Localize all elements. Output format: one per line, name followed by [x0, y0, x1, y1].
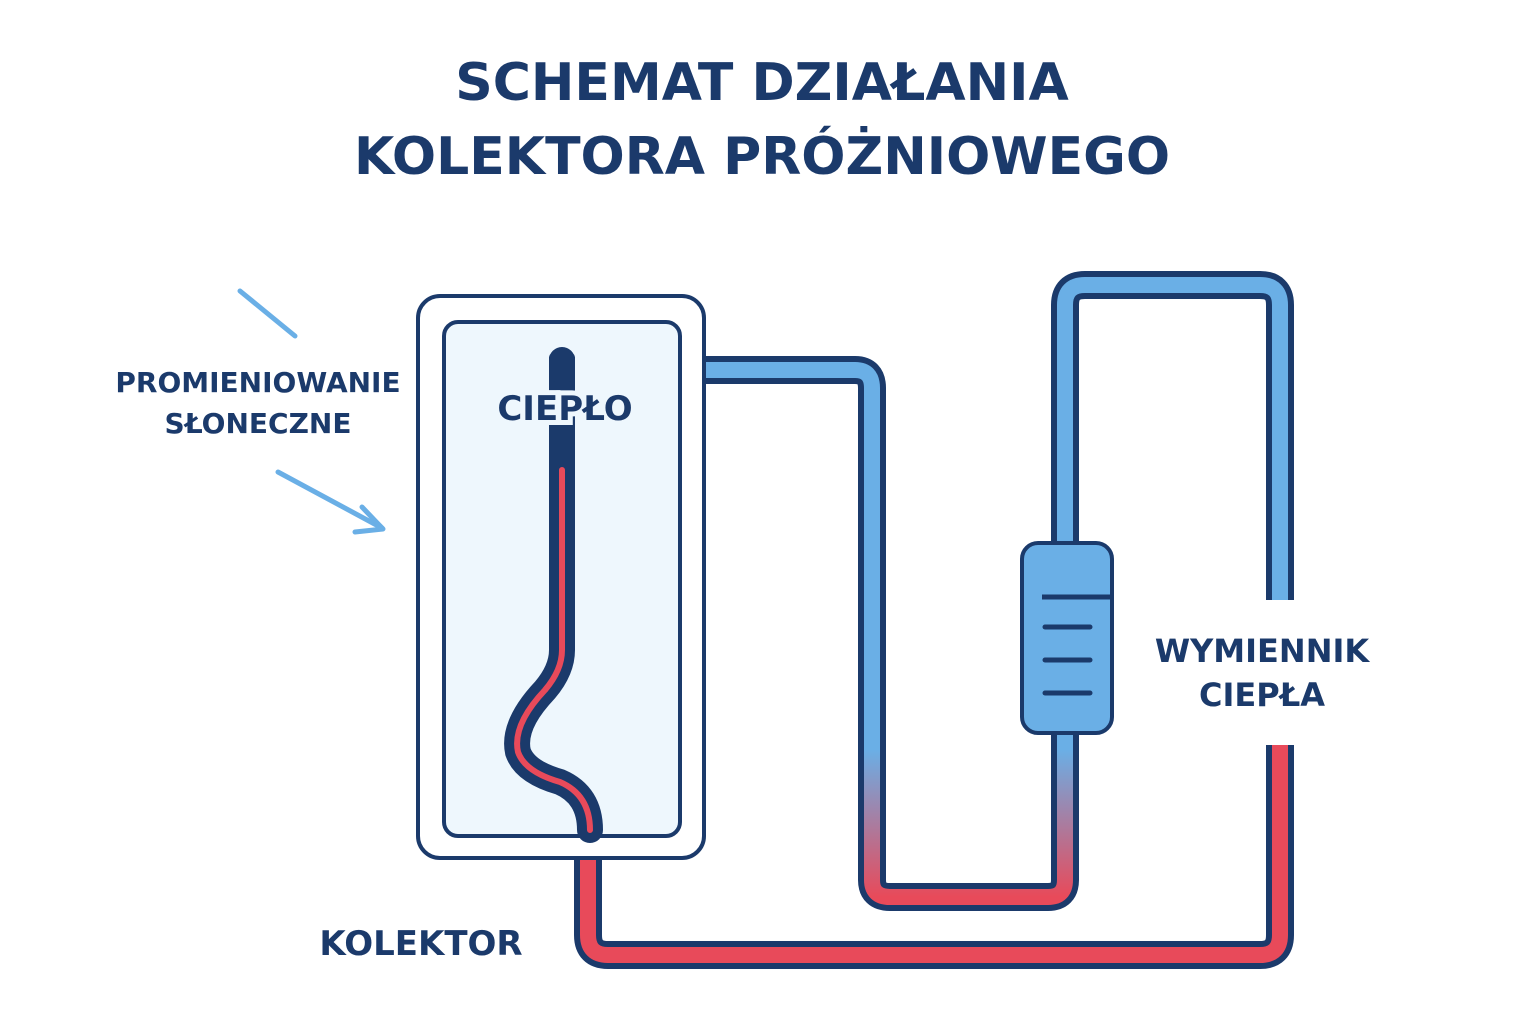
heat-pipe — [504, 347, 603, 843]
sun-ray-arrows-icon — [237, 288, 386, 535]
heat-label: CIEPŁO — [497, 389, 632, 429]
radiation-label-line-2: SŁONECZNE — [165, 407, 352, 440]
pipe-network — [574, 271, 1294, 969]
radiation-label-line-1: PROMIENIOWANIE — [115, 366, 400, 399]
cold-water-loop — [1057, 277, 1288, 600]
title-line-2: KOLEKTORA PRÓŻNIOWEGO — [354, 125, 1170, 187]
heat-label-halo: CIEPŁO — [497, 389, 632, 429]
exchanger-label-line-2: CIEPŁA — [1199, 676, 1325, 714]
return-pipe — [700, 362, 1073, 905]
heat-exchanger-icon — [1020, 541, 1114, 735]
hot-water-pipe — [580, 745, 1288, 963]
collector-label: KOLEKTOR — [319, 924, 522, 964]
title-line-1: SCHEMAT DZIAŁANIA — [455, 53, 1068, 113]
exchanger-label-line-1: WYMIENNIK — [1155, 632, 1371, 670]
